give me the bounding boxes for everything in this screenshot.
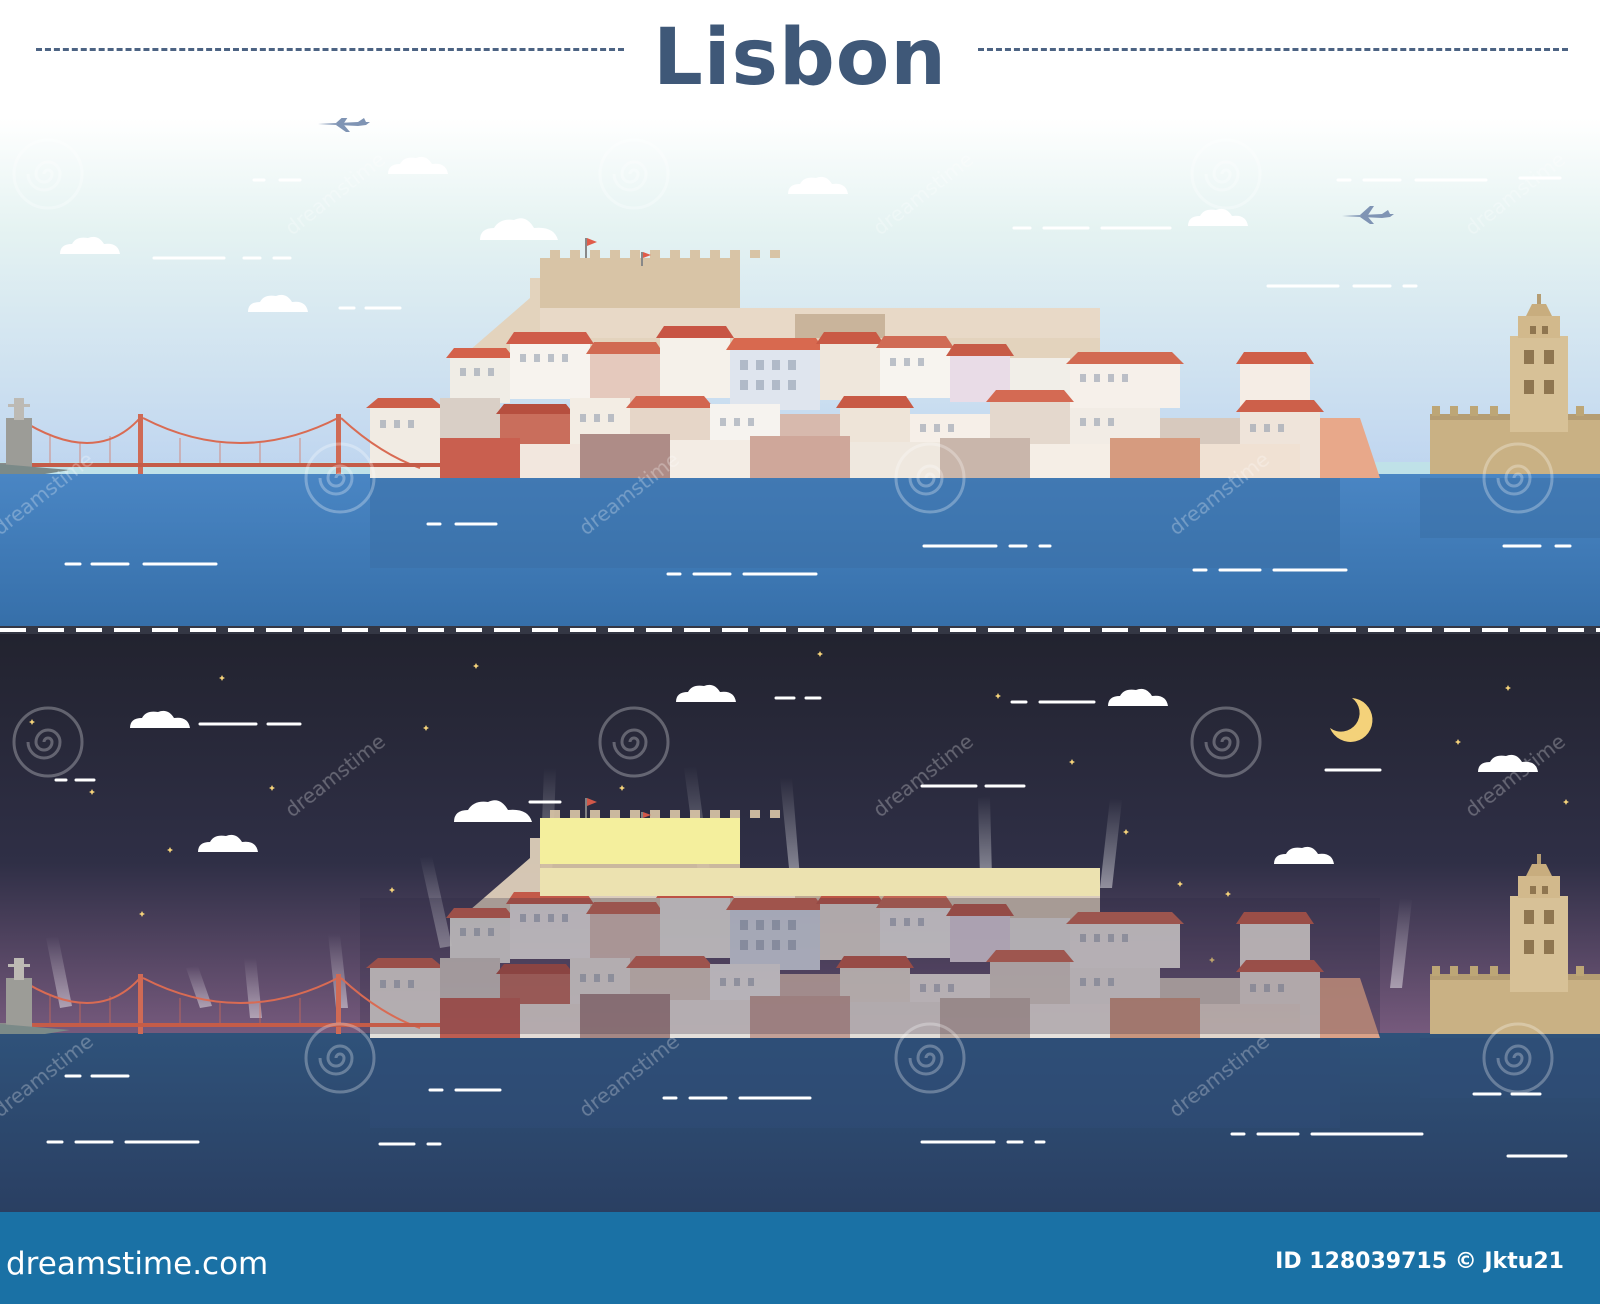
footer-bar: [0, 1212, 1600, 1304]
city-illustration: dreamstime dreamstime dreamstime dreamst…: [0, 118, 1600, 1212]
image-id: ID 128039715: [1275, 1249, 1448, 1274]
title-left-dash: [36, 48, 624, 51]
title-bar: [0, 0, 1600, 118]
author-name: Jktu21: [1484, 1249, 1564, 1274]
night-scene: [0, 634, 1600, 1212]
page-title: Lisbon: [653, 13, 947, 103]
footer-brand-logo: dreamstime.com: [6, 1246, 269, 1282]
title-right-dash: [978, 48, 1568, 51]
footer-image-id: ID 128039715 © Jktu21: [1275, 1244, 1564, 1280]
copyright-icon: ©: [1454, 1249, 1477, 1274]
moon-icon: [1330, 698, 1373, 742]
day-scene: [0, 118, 1600, 633]
